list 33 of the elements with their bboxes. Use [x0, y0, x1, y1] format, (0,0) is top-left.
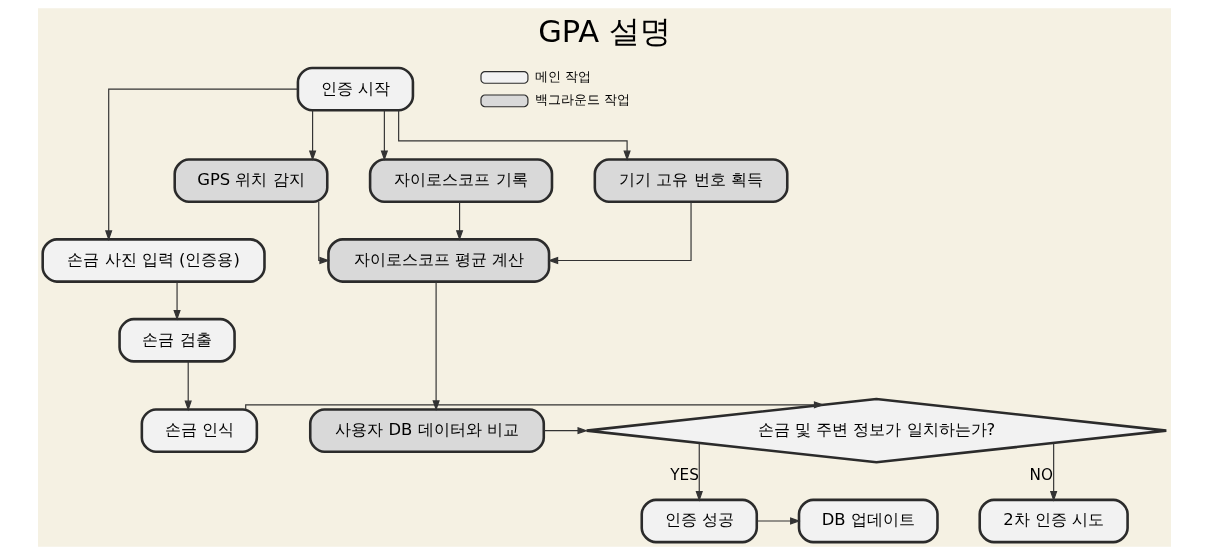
arrow: [308, 109, 316, 162]
arrow: [104, 88, 298, 241]
node-diamond: 손금 및 주변 정보가 일치하는가?: [584, 397, 1168, 464]
arrow: [184, 361, 192, 412]
arrow: [542, 426, 588, 435]
arrow: [547, 201, 692, 265]
node-box: 손금 인식: [140, 408, 258, 454]
arrow: [755, 517, 801, 525]
arrow: [172, 281, 181, 321]
node-box: DB 업데이트: [797, 498, 939, 544]
node-box: 자이로스코프 기록: [368, 158, 553, 204]
edge-label: YES: [669, 465, 699, 484]
arrow: [397, 109, 631, 162]
edge-label: NO: [1029, 465, 1053, 484]
node-box: 인증 시작: [296, 66, 414, 112]
arrow: [695, 442, 703, 502]
node-box: 인증 성공: [639, 498, 758, 544]
arrow: [455, 201, 463, 241]
arrow: [380, 109, 388, 162]
diagram-title: GPA 설명: [537, 13, 671, 49]
legend-label: 백그라운드 작업: [534, 92, 630, 108]
legend-label: 메인 작업: [534, 68, 591, 84]
node-box: 자이로스코프 평균 계산: [326, 238, 550, 283]
node-box: GPS 위치 감지: [172, 158, 329, 204]
node-box: 기기 고유 번호 획득: [593, 158, 789, 204]
node-box: 사용자 DB 데이터와 비교: [308, 408, 545, 454]
arrow: [1049, 442, 1057, 502]
arrow: [244, 401, 824, 410]
node-box: 손금 검출: [117, 317, 236, 363]
arrow: [317, 201, 330, 265]
node-box: 손금 사진 입력 (인증용): [40, 238, 266, 283]
node-box: 2차 인증 시도: [977, 498, 1129, 544]
arrow: [431, 281, 440, 411]
